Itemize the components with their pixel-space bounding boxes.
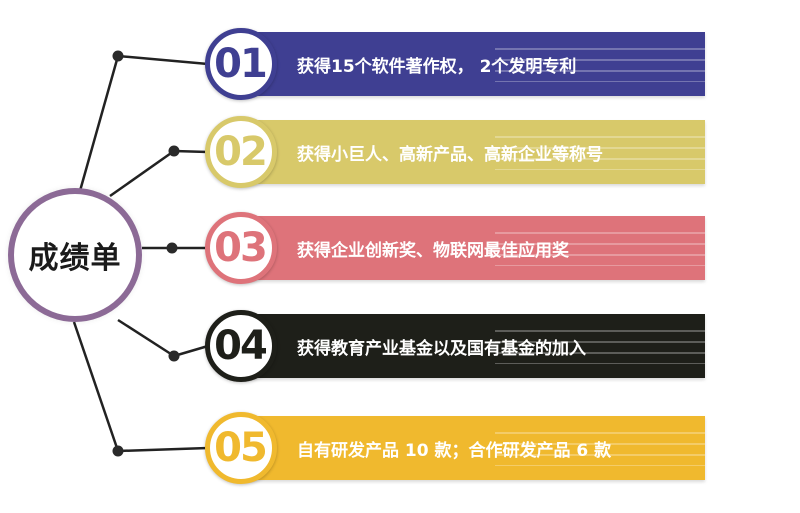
item-number: 03 xyxy=(214,225,268,271)
connector-branch-2 xyxy=(173,149,209,154)
connector-dot-1 xyxy=(112,50,124,62)
item-number: 04 xyxy=(214,323,268,369)
item-number: 01 xyxy=(214,41,268,87)
connector-4 xyxy=(117,318,175,358)
item-text: 获得企业创新奖、物联网最佳应用奖 xyxy=(297,240,569,261)
connector-dot-3 xyxy=(166,242,178,254)
item-text: 获得教育产业基金以及国有基金的加入 xyxy=(297,338,586,359)
item-text: 获得小巨人、高新产品、高新企业等称号 xyxy=(297,144,603,165)
item-number-badge-2: 02 xyxy=(205,116,277,188)
connector-branch-1 xyxy=(117,54,209,66)
item-number-badge-5: 05 xyxy=(205,412,277,484)
item-number: 02 xyxy=(214,129,268,175)
connector-branch-5 xyxy=(117,446,209,453)
connector-dot-2 xyxy=(168,145,180,157)
item-text: 获得15个软件著作权， 2个发明专利 xyxy=(297,56,577,77)
connector-2 xyxy=(109,149,175,198)
item-number: 05 xyxy=(214,425,268,471)
center-label: 成绩单 xyxy=(28,241,122,276)
center-hub: 成绩单 xyxy=(8,188,142,322)
item-banner-2: 获得小巨人、高新产品、高新企业等称号 xyxy=(245,120,705,184)
item-number-badge-3: 03 xyxy=(205,212,277,284)
item-banner-4: 获得教育产业基金以及国有基金的加入 xyxy=(245,314,705,378)
item-banner-3: 获得企业创新奖、物联网最佳应用奖 xyxy=(245,216,705,280)
connector-dot-4 xyxy=(168,350,180,362)
item-number-badge-1: 01 xyxy=(205,28,277,100)
item-banner-5: 自有研发产品 10 款；合作研发产品 6 款 xyxy=(245,416,705,480)
item-banner-1: 获得15个软件著作权， 2个发明专利 xyxy=(245,32,705,96)
connector-5 xyxy=(72,321,120,452)
item-text: 自有研发产品 10 款；合作研发产品 6 款 xyxy=(297,440,612,461)
connector-1 xyxy=(76,55,120,199)
connector-branch-4 xyxy=(173,344,209,358)
item-number-badge-4: 04 xyxy=(205,310,277,382)
connector-dot-5 xyxy=(112,445,124,457)
